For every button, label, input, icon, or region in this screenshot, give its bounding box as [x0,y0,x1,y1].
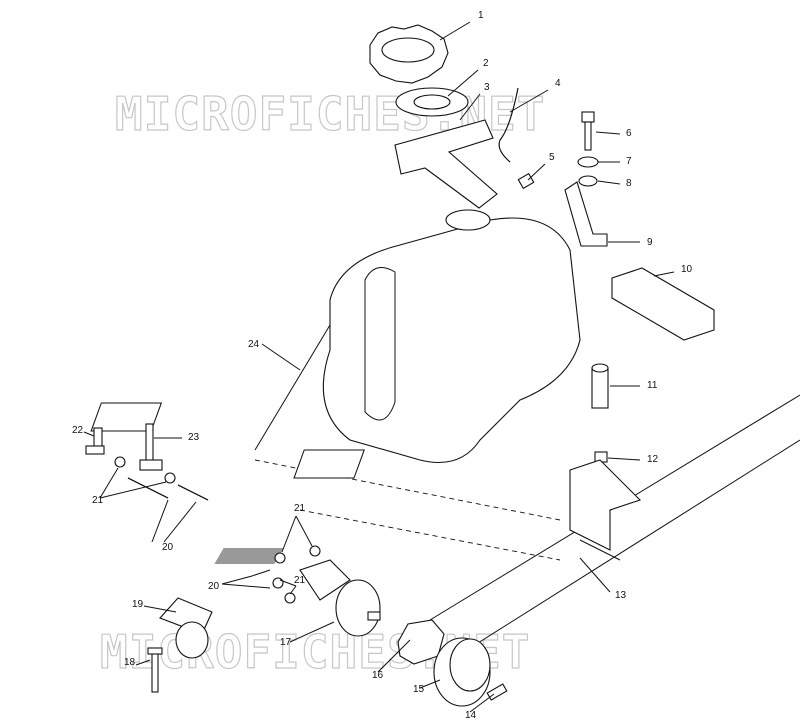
callout-14: 14 [465,710,477,721]
callout-1: 1 [478,10,484,21]
end-cap-bolt [486,683,508,701]
callout-10: 10 [681,264,693,275]
frame-pad [214,459,642,564]
callout-24: 24 [248,339,260,350]
callout-20: 20 [208,581,220,592]
leader-lines [83,21,675,713]
callout-5: 5 [549,152,555,163]
callout-11: 11 [647,380,658,391]
callout-21: 21 [294,575,306,586]
callout-9: 9 [647,237,653,248]
bolt-and-washers [577,111,599,187]
pump-bracket [159,597,213,659]
callout-19: 19 [132,599,144,610]
callout-13: 13 [615,590,627,601]
fuel-cap [369,24,449,84]
callout-17: 17 [280,637,292,648]
vent-hose [498,87,519,163]
callout-2: 2 [483,58,489,69]
callout-12: 12 [647,454,659,465]
watermark-top: MICROFICHES.NET [115,87,545,141]
callout-15: 15 [413,684,425,695]
callout-6: 6 [626,128,632,139]
callout-18: 18 [124,657,136,668]
foam-pad [394,119,498,209]
callout-21: 21 [294,503,306,514]
hose-clamps [114,456,321,604]
end-cap [433,637,491,707]
fuel-tank [90,209,581,479]
fitting-tee [139,423,163,471]
callout-7: 7 [626,156,632,167]
callout-3: 3 [484,82,490,93]
cap-gasket [395,87,469,117]
fitting-elbow [85,427,105,455]
callout-16: 16 [372,670,384,681]
spacer [591,363,609,409]
callout-20: 20 [162,542,174,553]
fuel-hoses [127,477,271,577]
callout-21: 21 [92,495,104,506]
callout-8: 8 [626,178,632,189]
bracket-screw [147,647,163,693]
support-block [611,267,715,341]
fuel-pump [299,559,381,637]
vent-fitting [517,172,535,190]
callout-23: 23 [188,432,200,443]
tank-nut [397,619,445,665]
callout-22: 22 [72,425,84,436]
callout-4: 4 [555,78,561,89]
tank-bracket [564,181,608,247]
